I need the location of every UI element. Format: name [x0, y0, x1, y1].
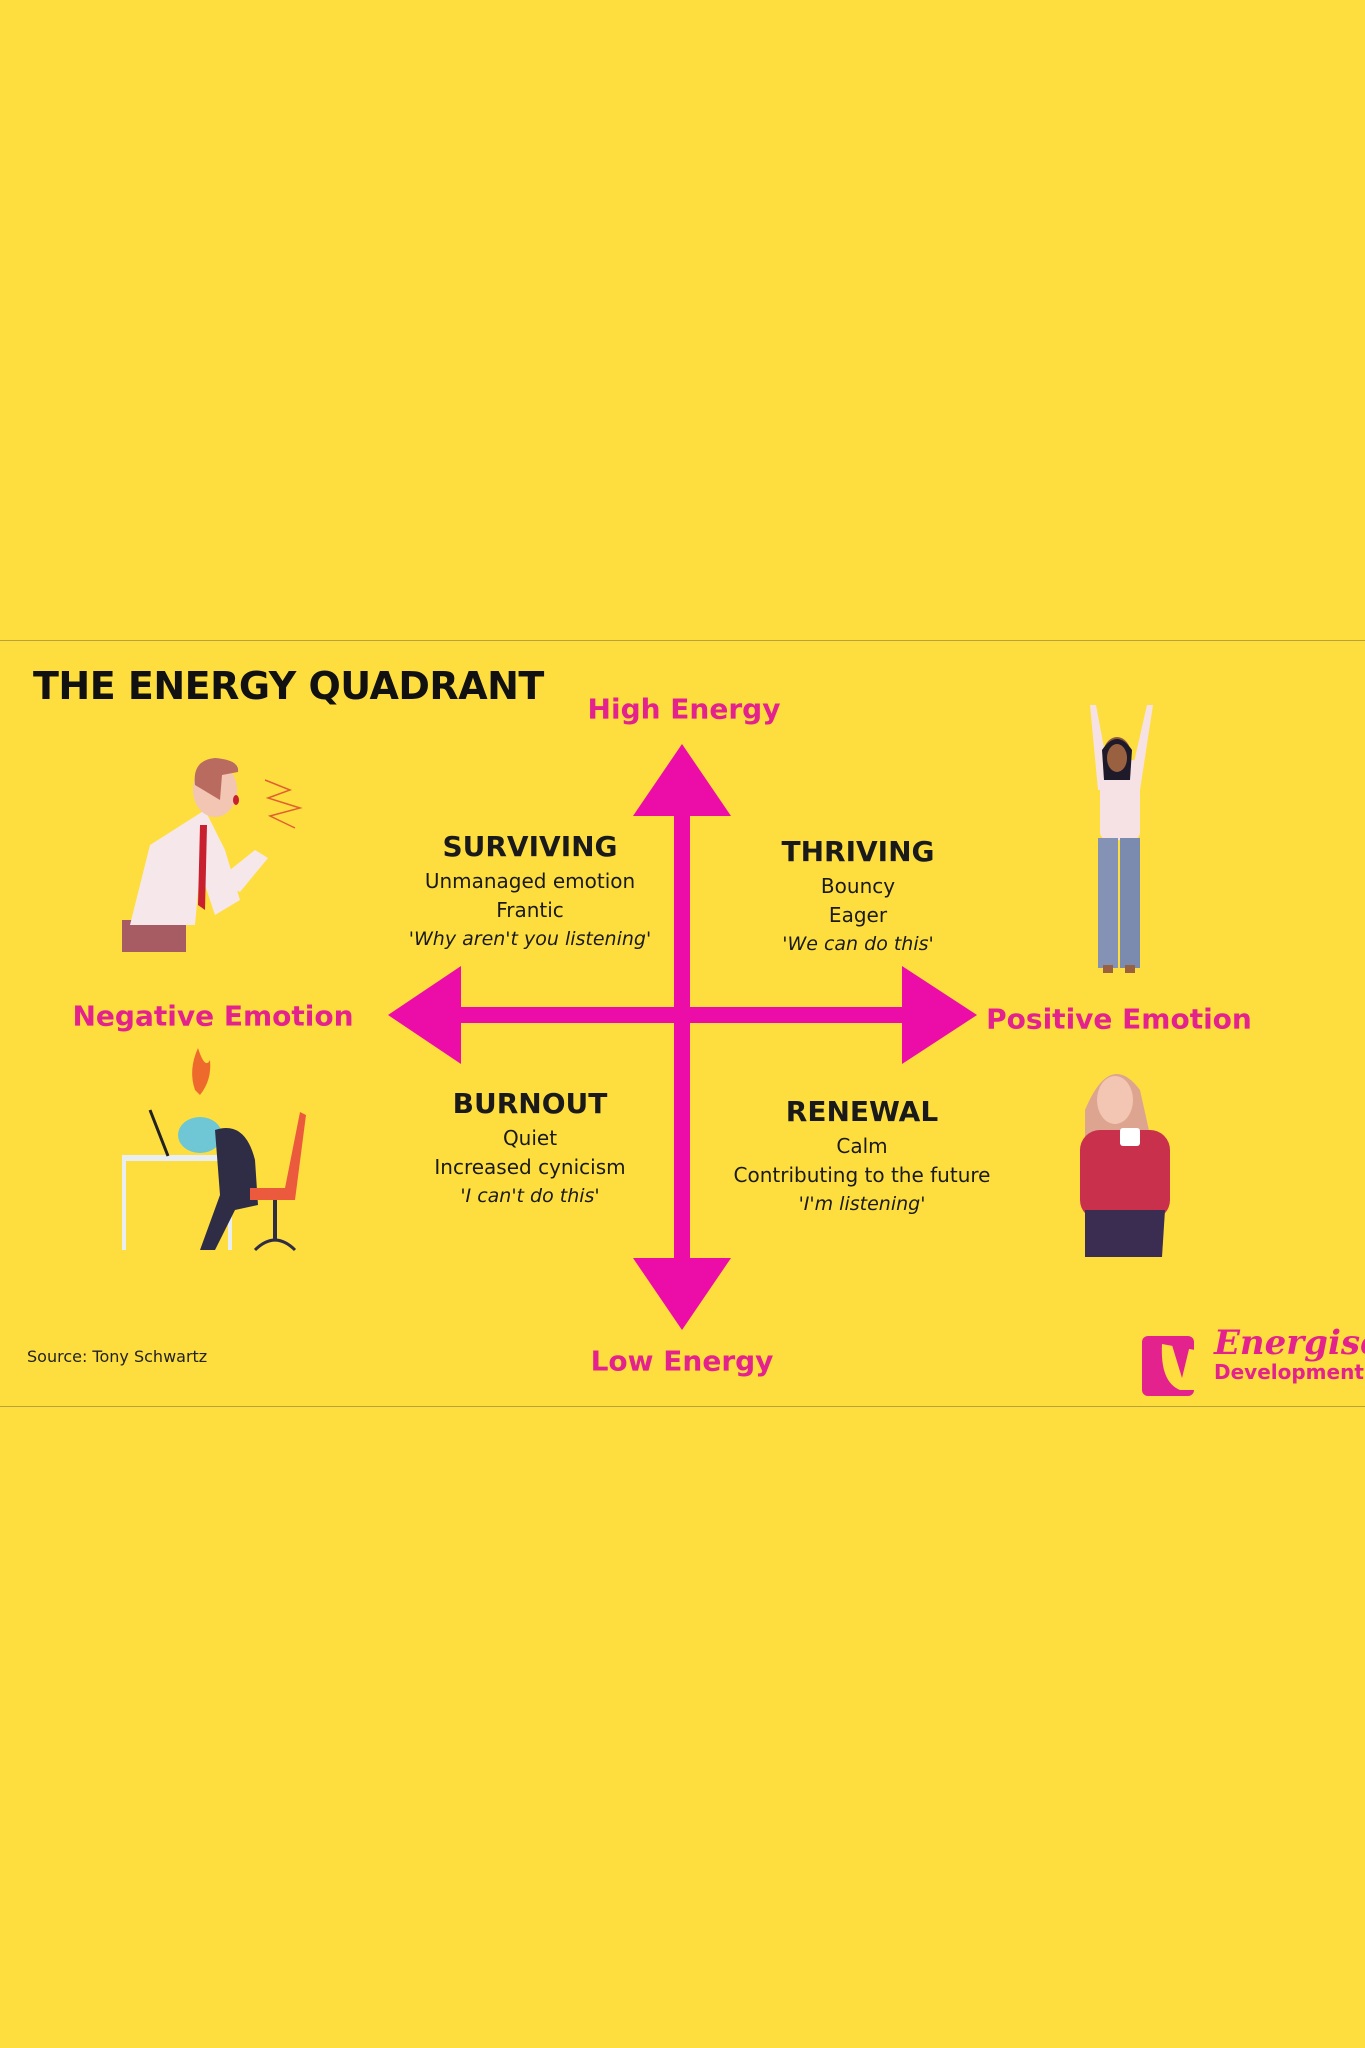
cheering-woman-illustration — [1090, 705, 1153, 973]
burnout-person-illustration — [122, 1048, 306, 1252]
quadrant-quote: 'I'm listening' — [798, 1193, 926, 1215]
energise-logo: Energise Development — [1214, 1326, 1365, 1382]
right-arrow-head — [902, 966, 977, 1064]
quadrant-quote: 'We can do this' — [782, 933, 934, 955]
energise-logo-mark — [1142, 1336, 1195, 1396]
horizontal-axis-shaft — [450, 1007, 915, 1023]
top-divider — [0, 640, 1365, 641]
page-title: THE ENERGY QUADRANT — [33, 664, 544, 708]
quadrant-line: Bouncy — [820, 874, 896, 898]
woman-with-coffee-illustration — [1080, 1074, 1170, 1257]
quadrant-line: Frantic — [496, 898, 564, 922]
quadrant-line: Eager — [828, 903, 888, 927]
axis-label-high-energy: High Energy — [587, 692, 781, 726]
up-arrow-head — [633, 744, 731, 816]
logo-wordmark: Energise — [1214, 1323, 1365, 1363]
quadrant-burnout: BURNOUT Quiet Increased cynicism 'I can'… — [434, 1087, 625, 1211]
quadrant-thriving: THRIVING Bouncy Eager 'We can do this' — [781, 835, 934, 959]
quadrant-line: Increased cynicism — [434, 1155, 626, 1179]
quadrant-surviving: SURVIVING Unmanaged emotion Frantic 'Why… — [409, 830, 651, 954]
left-arrow-head — [388, 966, 461, 1064]
logo-subtitle: Development — [1214, 1360, 1364, 1384]
quadrant-heading: SURVIVING — [442, 830, 618, 863]
quadrant-heading: RENEWAL — [785, 1095, 939, 1128]
axis-label-negative-emotion: Negative Emotion — [72, 999, 354, 1033]
quadrant-renewal: RENEWAL Calm Contributing to the future … — [734, 1095, 991, 1219]
quadrant-line: Calm — [836, 1134, 888, 1158]
quadrant-line: Contributing to the future — [733, 1163, 991, 1187]
quadrant-line: Quiet — [502, 1126, 558, 1150]
quadrant-heading: BURNOUT — [452, 1087, 608, 1120]
vertical-axis-shaft — [674, 800, 690, 1270]
bottom-divider — [0, 1406, 1365, 1407]
down-arrow-head — [633, 1258, 731, 1330]
quadrant-line: Unmanaged emotion — [424, 869, 636, 893]
quadrant-quote: 'Why aren't you listening' — [408, 928, 652, 950]
quadrant-quote: 'I can't do this' — [460, 1185, 600, 1207]
axis-label-low-energy: Low Energy — [590, 1344, 774, 1378]
quadrant-heading: THRIVING — [781, 835, 935, 868]
source-credit: Source: Tony Schwartz — [27, 1347, 208, 1366]
angry-man-illustration — [122, 758, 303, 952]
axis-label-positive-emotion: Positive Emotion — [986, 1002, 1252, 1036]
